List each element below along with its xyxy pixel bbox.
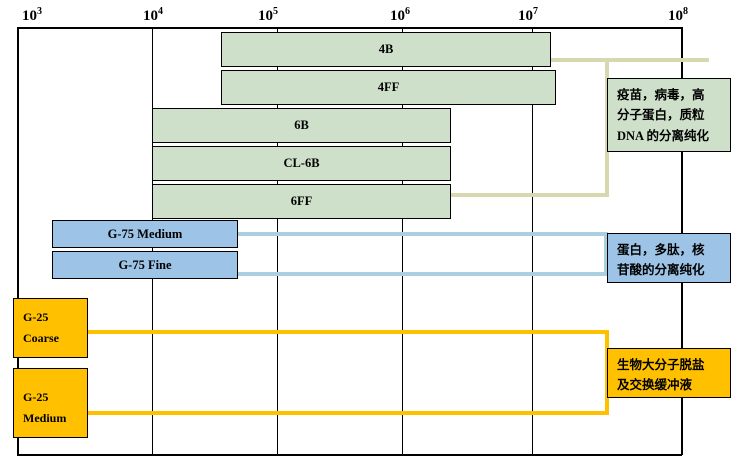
box-label-g25-medium-line1: G-25: [23, 390, 49, 404]
callout-agarose-line3: DNA 的分离纯化: [617, 128, 710, 143]
bar-4b[interactable]: 4B: [221, 32, 551, 67]
bar-label-g75-medium: G-75 Medium: [107, 226, 183, 241]
callout-dextran-applications: 蛋白，多肽，核 苷酸的分离纯化: [607, 233, 731, 283]
axis-top-line: [17, 27, 682, 29]
gridline-10e7: [532, 27, 533, 455]
connector-desalting-bottom-segment: [85, 411, 609, 415]
callout-agarose-applications: 疫苗，病毒，高 分子蛋白，质粒 DNA 的分离纯化: [607, 78, 731, 152]
axis-tick-label-5: 107: [518, 6, 538, 24]
axis-tick-exponent-4: 6: [405, 6, 410, 17]
box-label-g25-coarse-line1: G-25: [23, 310, 49, 324]
box-g25-coarse[interactable]: G-25 Coarse: [13, 298, 88, 358]
axis-tick-exponent-1: 3: [37, 6, 42, 17]
bar-6ff[interactable]: 6FF: [152, 184, 451, 219]
bar-g75-medium[interactable]: G-75 Medium: [52, 220, 238, 248]
gridline-10e5: [277, 27, 278, 455]
callout-desalting-line2: 及交换缓冲液: [617, 378, 693, 393]
axis-tick-exponent-3: 5: [273, 6, 278, 17]
bar-label-6ff: 6FF: [290, 194, 313, 208]
axis-tick-exponent-5: 7: [533, 6, 538, 17]
bar-label-4ff: 4FF: [377, 80, 400, 94]
connector-agarose-bottom-segment: [449, 193, 609, 197]
axis-bottom-line: [17, 454, 682, 456]
bar-4ff[interactable]: 4FF: [221, 70, 556, 105]
bar-label-4b: 4B: [378, 42, 394, 56]
connector-dextran-vertical-segment: [604, 232, 608, 276]
callout-agarose-line1: 疫苗，病毒，高: [617, 88, 705, 102]
axis-tick-exponent-6: 8: [683, 6, 688, 17]
axis-tick-label-2: 104: [143, 6, 163, 24]
bar-label-g75-fine: G-75 Fine: [118, 257, 172, 272]
callout-dextran-line2: 苷酸的分离纯化: [617, 263, 705, 278]
bar-label-6b: 6B: [294, 118, 309, 132]
axis-tick-label-4: 106: [390, 6, 410, 24]
box-label-g25-coarse-line2: Coarse: [23, 331, 59, 345]
axis-tick-label-1: 103: [22, 6, 42, 24]
bar-cl-6b[interactable]: CL-6B: [152, 146, 451, 181]
bar-g75-fine[interactable]: G-75 Fine: [52, 251, 238, 279]
bar-6b[interactable]: 6B: [152, 108, 451, 143]
callout-desalting-applications: 生物大分子脱盐 及交换缓冲液: [607, 348, 731, 398]
gridline-10e6: [402, 27, 403, 455]
callout-agarose-line2: 分子蛋白，质粒: [617, 108, 705, 123]
callout-dextran-line1: 蛋白，多肽，核: [617, 243, 705, 257]
bar-label-cl-6b: CL-6B: [283, 156, 320, 170]
connector-desalting-top-segment: [85, 330, 609, 334]
connector-agarose-top-segment: [549, 58, 709, 62]
box-label-g25-medium-line2: Medium: [23, 411, 67, 425]
axis-tick-label-6: 108: [668, 6, 688, 24]
connector-dextran-top-segment: [236, 232, 608, 236]
box-g25-medium[interactable]: G-25 Medium: [13, 368, 88, 438]
axis-tick-label-3: 105: [258, 6, 278, 24]
gridline-10e3: [17, 27, 19, 455]
connector-dextran-bottom-segment: [236, 272, 608, 276]
callout-desalting-line1: 生物大分子脱盐: [617, 358, 705, 372]
axis-tick-exponent-2: 4: [158, 6, 163, 17]
